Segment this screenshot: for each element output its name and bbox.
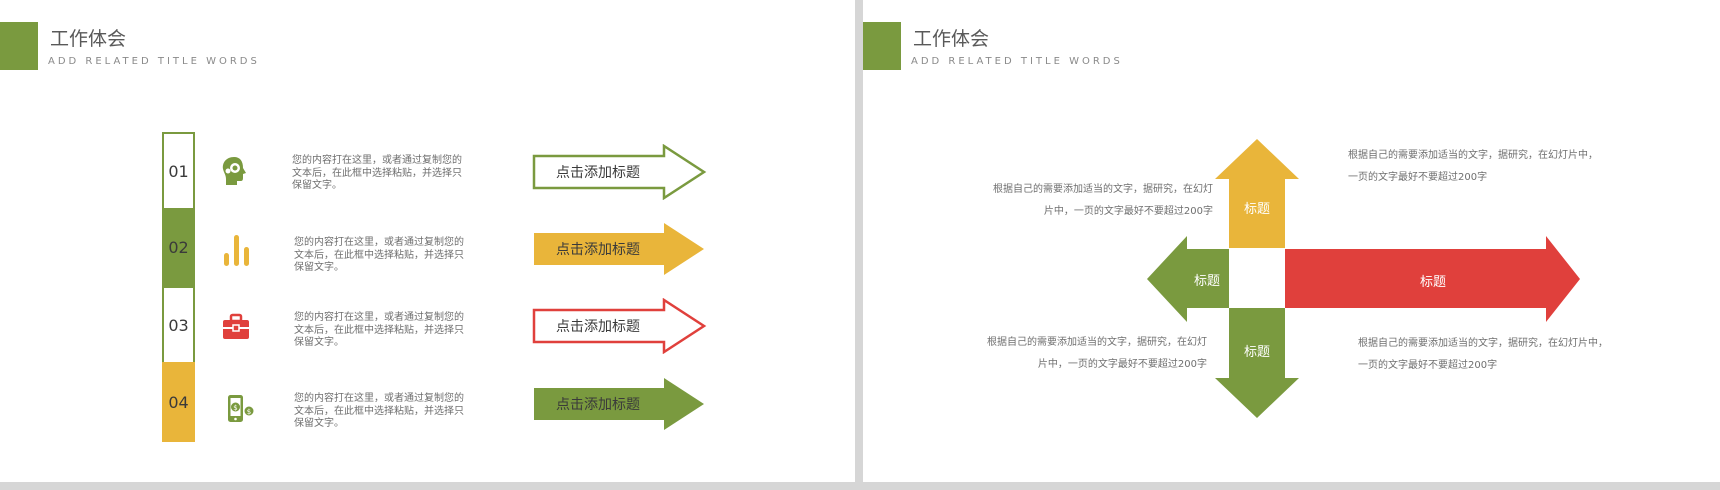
- arrow-left-label: 标题: [1193, 273, 1220, 289]
- note-line: 根据自己的需要添加适当的文字，据研究，在幻灯片中，: [1348, 150, 1598, 161]
- direction-arrows-diagram: [1147, 139, 1580, 418]
- add-title-arrow-button-01[interactable]: 点击添加标题: [532, 144, 707, 200]
- add-title-arrow-button-03[interactable]: 点击添加标题: [532, 298, 707, 354]
- add-title-arrow-button-02[interactable]: 点击添加标题: [532, 221, 707, 277]
- title-accent-block: [0, 22, 38, 70]
- add-title-arrow-button-04[interactable]: 点击添加标题: [532, 376, 707, 432]
- bar-chart-icon: [223, 233, 251, 271]
- note-bottom-right: 根据自己的需要添加适当的文字，据研究，在幻灯片中， 一页的文字最好不要超过200…: [1358, 333, 1638, 377]
- title-accent-block: [863, 22, 901, 70]
- note-line: 片中，一页的文字最好不要超过200字: [1043, 206, 1213, 217]
- briefcase-icon: [222, 313, 250, 345]
- phone-money-icon: $ $: [227, 394, 255, 428]
- note-line: 片中，一页的文字最好不要超过200字: [1037, 359, 1207, 370]
- slide-right: 工作体会 ADD RELATED TITLE WORDS 标题 标题 标题 标题…: [863, 0, 1720, 482]
- step-number-02: 02: [162, 208, 195, 286]
- item-description-03: 您的内容打在这里，或者通过复制您的文本后，在此框中选择粘贴，并选择只保留文字。: [294, 312, 464, 348]
- note-line: 根据自己的需要添加适当的文字，据研究，在幻灯片中，: [1358, 338, 1608, 349]
- svg-text:$: $: [247, 408, 251, 416]
- slide-subtitle: ADD RELATED TITLE WORDS: [48, 56, 260, 67]
- note-line: 一页的文字最好不要超过200字: [1348, 172, 1488, 183]
- arrow-up-label: 标题: [1243, 201, 1270, 217]
- arrow-down-label: 标题: [1243, 344, 1270, 360]
- item-description-01: 您的内容打在这里，或者通过复制您的文本后，在此框中选择粘贴，并选择只保留文字。: [292, 155, 462, 191]
- slide-subtitle: ADD RELATED TITLE WORDS: [911, 56, 1123, 67]
- arrow-down-main: [1215, 308, 1299, 418]
- arrow-right-main: [1285, 236, 1580, 322]
- item-description-04: 您的内容打在这里，或者通过复制您的文本后，在此框中选择粘贴，并选择只保留文字。: [294, 393, 464, 429]
- item-description-02: 您的内容打在这里，或者通过复制您的文本后，在此框中选择粘贴，并选择只保留文字。: [294, 237, 464, 273]
- step-number-01: 01: [162, 132, 195, 210]
- arrow-button-label: 点击添加标题: [556, 165, 640, 181]
- slide-title: 工作体会: [913, 28, 990, 50]
- arrow-button-label: 点击添加标题: [556, 242, 640, 258]
- note-line: 根据自己的需要添加适当的文字，据研究，在幻灯: [987, 337, 1207, 348]
- slide-title: 工作体会: [50, 28, 127, 50]
- note-line: 根据自己的需要添加适当的文字，据研究，在幻灯: [993, 184, 1213, 195]
- head-gear-icon: [220, 155, 250, 191]
- note-bottom-left: 根据自己的需要添加适当的文字，据研究，在幻灯 片中，一页的文字最好不要超过200…: [953, 332, 1207, 376]
- step-number-04: 04: [162, 362, 195, 442]
- slide-left: 工作体会 ADD RELATED TITLE WORDS 01 02 03 04: [0, 0, 855, 482]
- arrow-button-label: 点击添加标题: [556, 319, 640, 335]
- step-number-03: 03: [162, 286, 195, 364]
- svg-text:$: $: [233, 404, 237, 412]
- arrow-up-main: [1215, 139, 1299, 248]
- arrow-left-shape: [1147, 236, 1229, 322]
- arrow-right-label: 标题: [1419, 274, 1446, 290]
- note-top-left: 根据自己的需要添加适当的文字，据研究，在幻灯 片中，一页的文字最好不要超过200…: [963, 179, 1213, 223]
- arrow-button-label: 点击添加标题: [556, 397, 640, 413]
- note-top-right: 根据自己的需要添加适当的文字，据研究，在幻灯片中， 一页的文字最好不要超过200…: [1348, 145, 1628, 189]
- note-line: 一页的文字最好不要超过200字: [1358, 360, 1498, 371]
